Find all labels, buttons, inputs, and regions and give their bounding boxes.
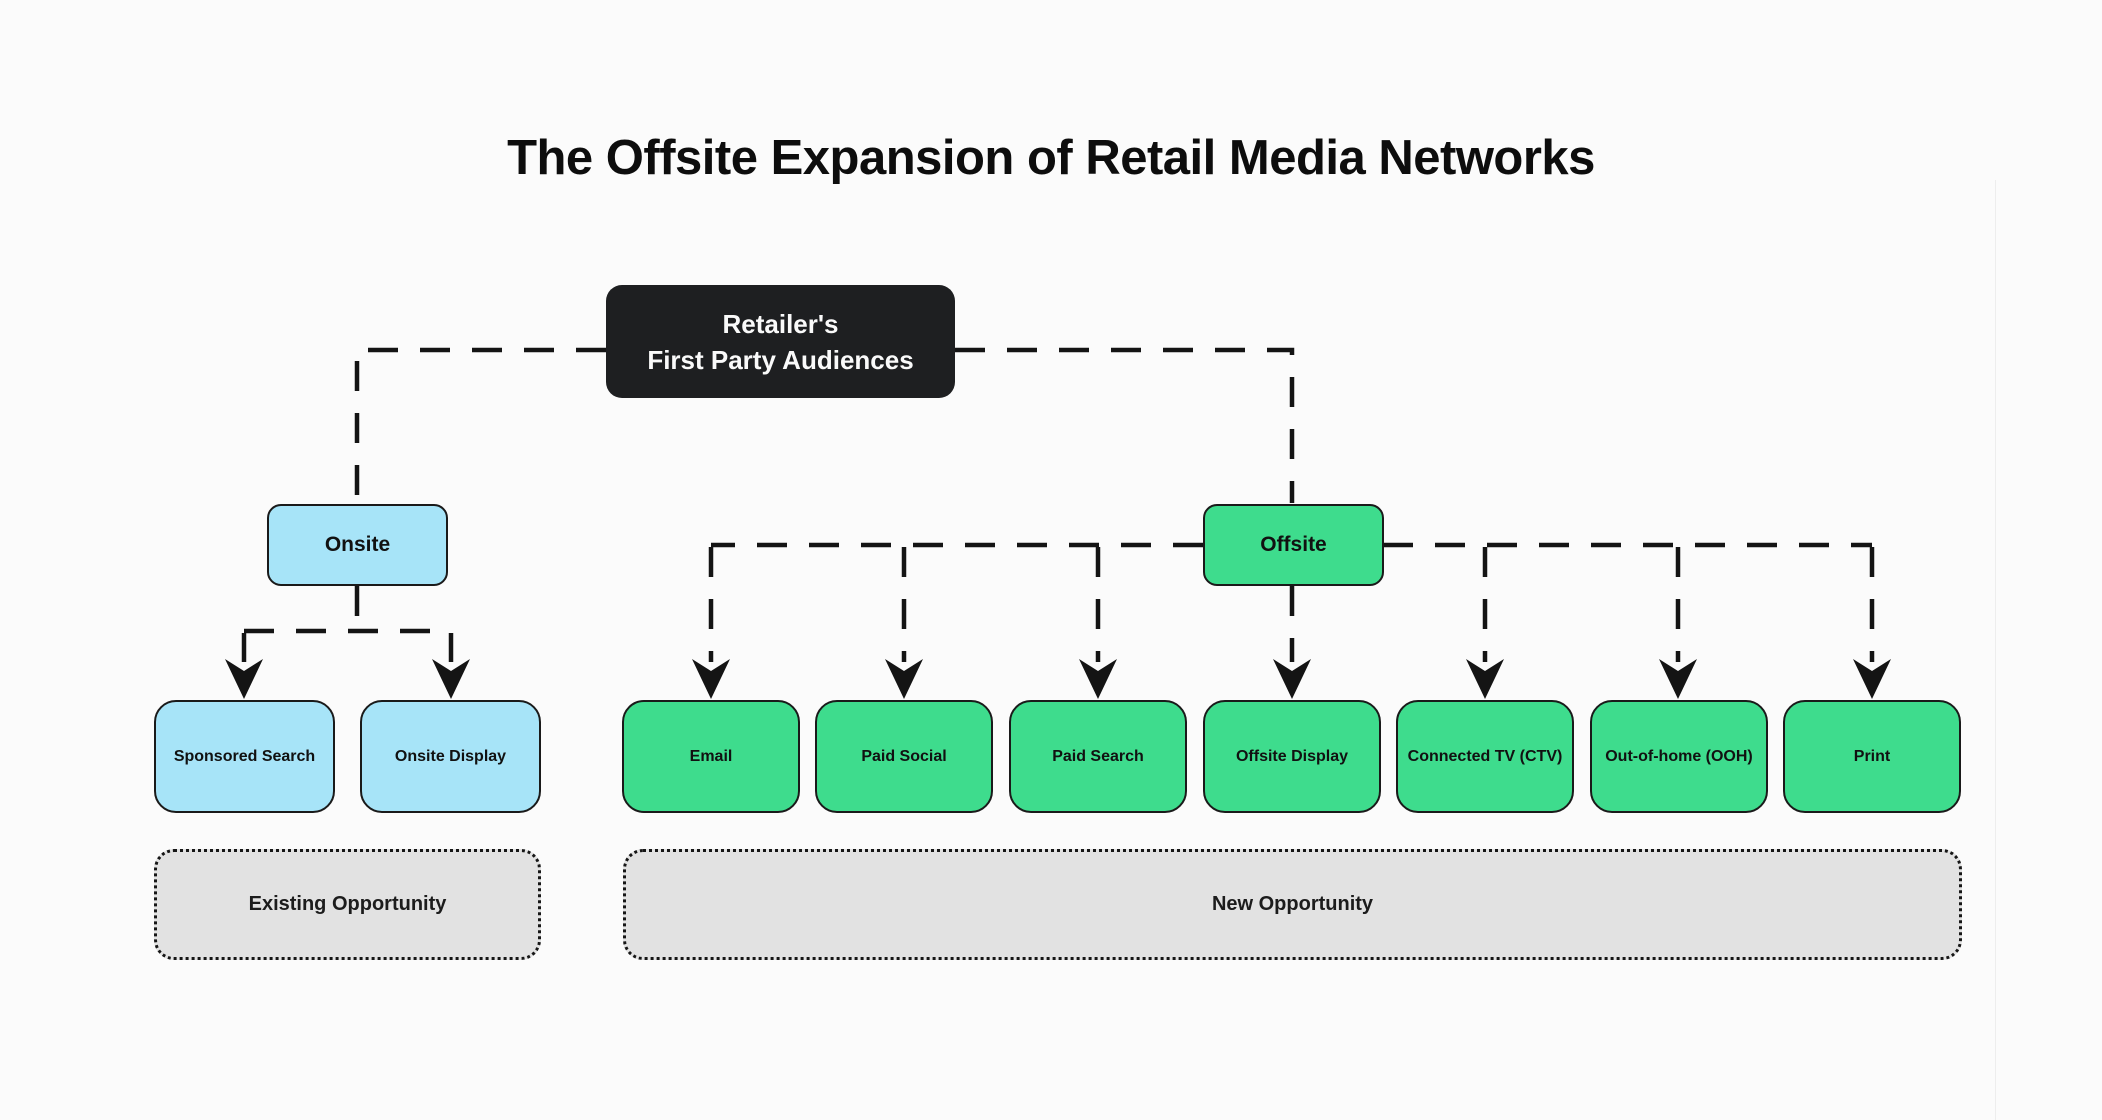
leaf-label: Print bbox=[1853, 747, 1891, 765]
root-node-label-line1: Retailer's bbox=[722, 308, 839, 339]
leaf-label: Sponsored Search bbox=[173, 747, 316, 765]
node-offsite-display: Offsite Display bbox=[1203, 700, 1381, 813]
leaf-label: Paid Search bbox=[1052, 747, 1144, 765]
leaf-label: Out-of-home (OOH) bbox=[1605, 747, 1753, 765]
page-edge-divider bbox=[1995, 180, 1996, 1120]
leaf-label: Connected TV (CTV) bbox=[1407, 747, 1563, 765]
zone-new-opportunity: New Opportunity bbox=[623, 849, 1962, 960]
node-onsite: Onsite bbox=[267, 504, 448, 586]
node-print: Print bbox=[1783, 700, 1961, 813]
zone-new-opportunity-label: New Opportunity bbox=[1211, 893, 1374, 915]
node-out-of-home: Out-of-home (OOH) bbox=[1590, 700, 1768, 813]
node-paid-social: Paid Social bbox=[815, 700, 993, 813]
edge-root-to-offsite bbox=[955, 347, 1295, 503]
node-onsite-label: Onsite bbox=[324, 533, 391, 556]
arrowhead-icon bbox=[1659, 659, 1697, 699]
node-onsite-display: Onsite Display bbox=[360, 700, 541, 813]
leaf-label: Paid Social bbox=[861, 747, 947, 765]
node-paid-search: Paid Search bbox=[1009, 700, 1187, 813]
arrowhead-icon bbox=[1079, 659, 1117, 699]
zone-existing-opportunity: Existing Opportunity bbox=[154, 849, 541, 960]
root-node-retailers-first-party-audiences: Retailer's First Party Audiences bbox=[606, 285, 955, 398]
arrowhead-icon bbox=[885, 659, 923, 699]
node-offsite-label: Offsite bbox=[1260, 533, 1327, 556]
leaf-label: Offsite Display bbox=[1235, 747, 1349, 765]
leaf-label: Onsite Display bbox=[394, 747, 507, 765]
arrowhead-icon bbox=[1853, 659, 1891, 699]
edge-root-to-onsite bbox=[354, 347, 606, 503]
page-title: The Offsite Expansion of Retail Media Ne… bbox=[507, 131, 1595, 185]
arrowhead-icon bbox=[1466, 659, 1504, 699]
node-sponsored-search: Sponsored Search bbox=[154, 700, 335, 813]
root-node-label-line2: First Party Audiences bbox=[647, 344, 914, 375]
arrowhead-icon bbox=[225, 659, 263, 699]
arrowhead-icon bbox=[1273, 659, 1311, 699]
node-email: Email bbox=[622, 700, 800, 813]
node-connected-tv: Connected TV (CTV) bbox=[1396, 700, 1574, 813]
node-offsite: Offsite bbox=[1203, 504, 1384, 586]
leaf-label: Email bbox=[689, 747, 733, 765]
zone-existing-opportunity-label: Existing Opportunity bbox=[248, 893, 447, 915]
arrowhead-icon bbox=[692, 659, 730, 699]
arrowhead-icon bbox=[432, 659, 470, 699]
